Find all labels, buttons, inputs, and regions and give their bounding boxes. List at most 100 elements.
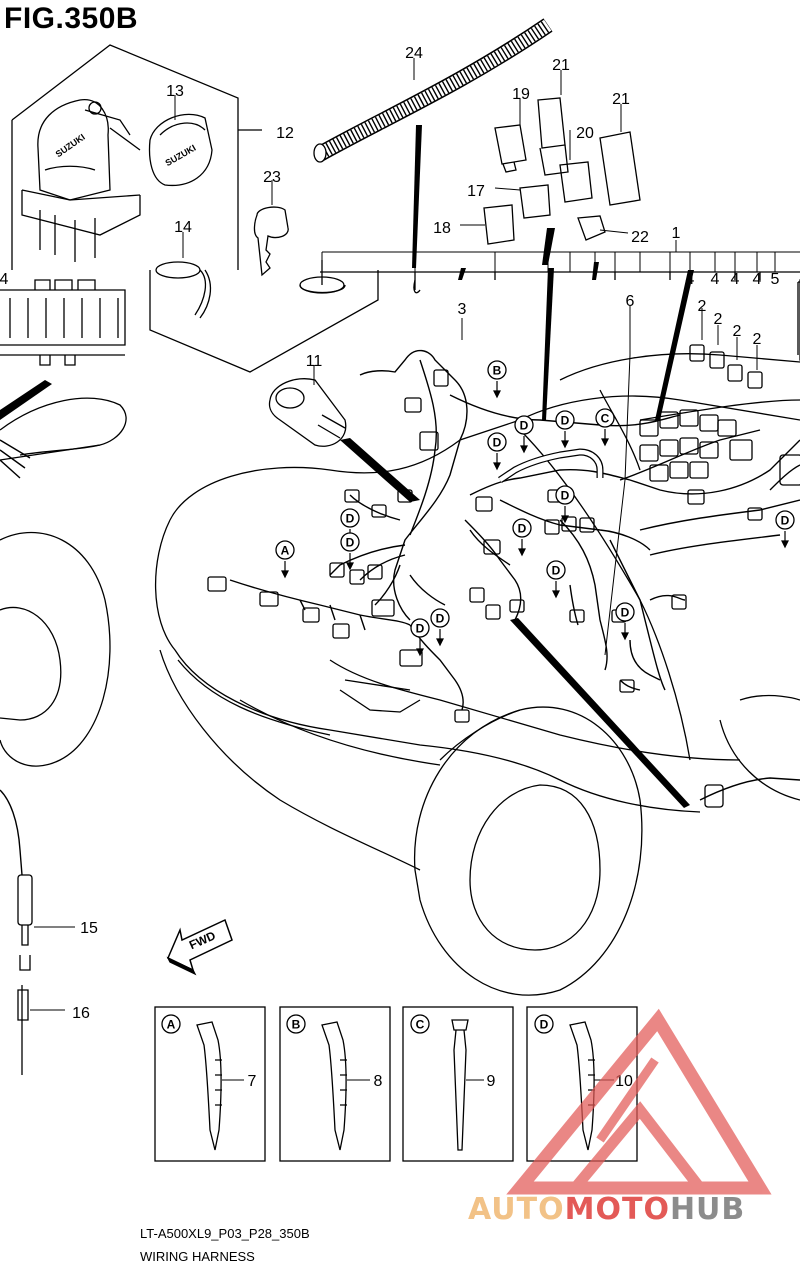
footer-diagram-code: LT-A500XL9_P03_P28_350B [140, 1226, 310, 1241]
fuse-block [639, 409, 753, 482]
marker-A: A [275, 540, 295, 579]
callout-9: 9 [487, 1073, 496, 1090]
callout-12: 12 [276, 125, 294, 142]
callout-18: 18 [433, 220, 451, 237]
watermark-text: AUTOMOTOHUB [468, 1192, 798, 1232]
detail-box-A: A [161, 1014, 181, 1034]
svg-text:D: D [520, 419, 529, 433]
suzuki-brand-text: SUZUKI [54, 132, 87, 159]
callout-17: 17 [467, 183, 485, 200]
callout-4: 4 [731, 271, 740, 288]
callout-4: 4 [711, 271, 720, 288]
callout-16: 16 [72, 1005, 90, 1022]
svg-text:D: D [436, 612, 445, 626]
leader-lines [0, 125, 694, 808]
detail-box-C: C [410, 1014, 430, 1034]
marker-D: D [430, 608, 450, 647]
callout-11: 11 [306, 353, 323, 370]
callout-8: 8 [374, 1073, 383, 1090]
callout-15: 15 [80, 920, 98, 937]
marker-B: B [487, 360, 507, 399]
detail-box-B: B [286, 1014, 306, 1034]
watermark-logo-mark [506, 1008, 772, 1195]
callout-5: 5 [771, 271, 780, 288]
marker-D: D [775, 510, 795, 549]
part-12-key-set-group [11, 44, 379, 373]
part-2-relays [689, 344, 763, 389]
svg-text:D: D [781, 514, 790, 528]
marker-D: D [615, 602, 635, 641]
watermark-part-hub: HUB [669, 1192, 746, 1227]
marker-D: D [546, 560, 566, 599]
watermark-part-auto: AUTO [468, 1192, 565, 1227]
callout-leaders [30, 58, 800, 1081]
detail-boxes: A B C D [161, 1014, 554, 1034]
relay-fuse-group [483, 97, 641, 245]
connector-strip [0, 260, 800, 366]
marker-D: D [410, 618, 430, 657]
callout-1: 1 [672, 225, 681, 242]
marker-D: D [555, 485, 575, 524]
svg-text:D: D [621, 606, 630, 620]
callout-3: 3 [458, 301, 467, 318]
part-24-corrugated-tube [313, 18, 553, 163]
callout-4: 4 [753, 271, 762, 288]
callout-21: 21 [552, 57, 570, 74]
svg-text:C: C [601, 412, 610, 426]
main-wiring-harness [0, 349, 800, 876]
svg-text:D: D [346, 512, 355, 526]
svg-text:D: D [552, 564, 561, 578]
callout-19: 19 [512, 86, 530, 103]
detail-box-D: D [534, 1014, 554, 1034]
marker-D: D [514, 415, 534, 454]
marker-D: D [340, 532, 360, 571]
callout-6: 6 [626, 293, 635, 310]
svg-text:D: D [561, 489, 570, 503]
svg-text:D: D [561, 414, 570, 428]
callout-23: 23 [263, 169, 281, 186]
svg-text:D: D [518, 522, 527, 536]
figure-title: FIG.350B [4, 2, 139, 35]
callout-21: 21 [612, 91, 630, 108]
footer-diagram-name: WIRING HARNESS [140, 1249, 255, 1264]
svg-text:C: C [416, 1018, 425, 1032]
callout-2: 2 [753, 331, 762, 348]
svg-text:D: D [493, 436, 502, 450]
atv-body-outline [0, 353, 800, 871]
suzuki-brand-text-cap: SUZUKI [163, 143, 197, 168]
callout-22: 22 [631, 229, 649, 246]
callout-2: 2 [698, 298, 707, 315]
callout-4: 4 [686, 271, 695, 288]
svg-text:A: A [167, 1018, 176, 1032]
callout-14: 14 [174, 219, 192, 236]
callout-7: 7 [248, 1073, 257, 1090]
callout-24: 24 [405, 45, 423, 62]
svg-text:A: A [281, 544, 290, 558]
callout-2: 2 [714, 311, 723, 328]
marker-D: D [555, 410, 575, 449]
harness-connectors [17, 279, 800, 1075]
callout-4: 4 [0, 271, 9, 288]
svg-text:D: D [346, 536, 355, 550]
part-11-accessory-socket [268, 378, 347, 447]
svg-text:D: D [416, 622, 425, 636]
svg-text:D: D [540, 1018, 549, 1032]
marker-D: D [512, 518, 532, 557]
callout-2: 2 [733, 323, 742, 340]
callout-10: 10 [615, 1073, 633, 1090]
front-right-wheel [413, 706, 643, 996]
marker-C: C [595, 408, 615, 447]
rear-wheel [719, 694, 800, 801]
callout-13: 13 [166, 83, 184, 100]
watermark-part-moto: MOTO [564, 1192, 670, 1227]
callout-20: 20 [576, 125, 594, 142]
fwd-direction-arrow [166, 918, 233, 976]
marker-D: D [487, 432, 507, 471]
svg-text:B: B [292, 1018, 301, 1032]
front-left-wheel [0, 531, 111, 767]
detail-box-frames [154, 1006, 638, 1162]
